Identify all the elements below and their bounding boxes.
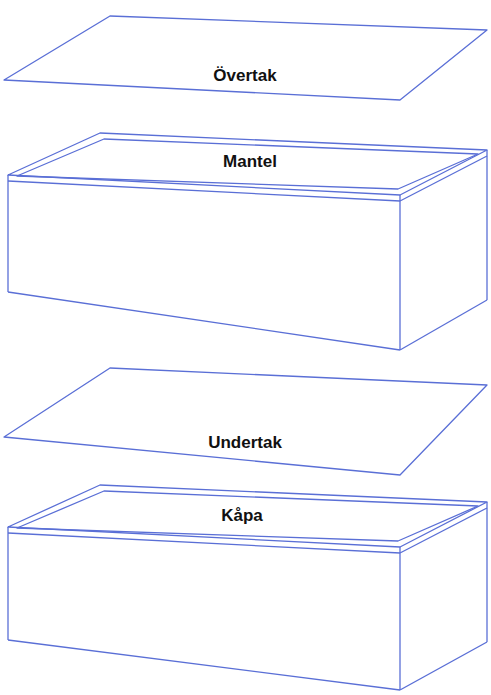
- bottom-lid-plate: [4, 368, 487, 475]
- part-name: Övertak: [210, 66, 279, 86]
- cover-frame: [8, 485, 487, 690]
- part-name: Mantel: [220, 152, 280, 172]
- top-lid-plate: [4, 16, 487, 100]
- part-name: Kåpa: [218, 506, 266, 526]
- part-name: Undertak: [205, 433, 285, 453]
- mantle-frame: [8, 133, 487, 350]
